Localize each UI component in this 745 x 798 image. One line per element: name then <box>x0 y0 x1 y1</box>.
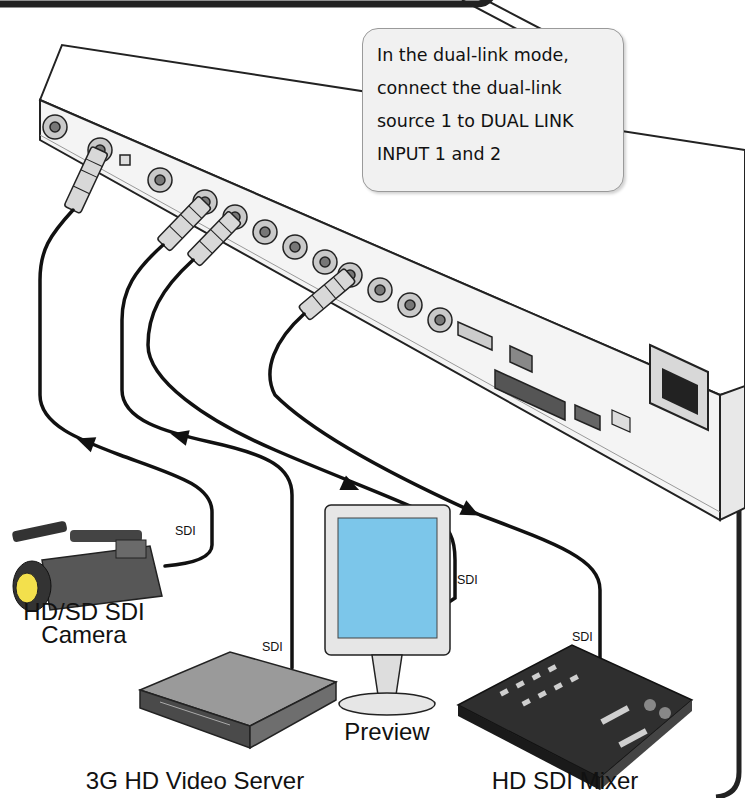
rj45-port <box>510 346 532 372</box>
device-server: 3G HD Video Server <box>40 769 350 797</box>
camera-illustration <box>12 520 162 611</box>
node-text: In the dual-link mode, connect the dual-… <box>377 39 611 171</box>
server-illustration <box>140 652 336 748</box>
device-side <box>720 386 745 520</box>
device-mixer: HD SDI Mixer <box>440 769 690 797</box>
monitor-illustration <box>325 505 450 715</box>
signal-label: SDI <box>262 640 283 654</box>
terminal-block <box>575 405 600 430</box>
node-text: Preview <box>320 720 454 743</box>
callout-note: In the dual-link mode, connect the dual-… <box>362 28 624 192</box>
sdi-cable <box>40 210 212 566</box>
device-monitor: Preview <box>320 720 454 748</box>
arrow-head <box>168 426 189 446</box>
sdi-cable <box>270 314 600 668</box>
arrow-head <box>74 431 96 452</box>
bnc-plug <box>64 146 108 213</box>
frame-border <box>0 0 494 4</box>
arrow-head <box>339 475 362 497</box>
power-socket-inner <box>662 368 698 415</box>
signal-label: SDI <box>175 524 196 538</box>
sdi-cable <box>122 245 292 668</box>
terminal-block <box>495 370 565 420</box>
bnc-plug <box>187 211 242 267</box>
node-text: HD/SD SDI Camera <box>0 600 168 646</box>
db9-port <box>458 322 492 350</box>
bnc-plug <box>298 268 356 320</box>
power-socket <box>650 345 708 430</box>
node-text: HD SDI Mixer <box>440 769 690 792</box>
device-camera: HD/SD SDI Camera <box>0 600 168 652</box>
signal-label: SDI <box>457 573 478 587</box>
node-text: 3G HD Video Server <box>40 769 350 792</box>
arrow-head <box>459 500 482 522</box>
dip-switch <box>612 410 630 432</box>
signal-label: SDI <box>572 630 593 644</box>
